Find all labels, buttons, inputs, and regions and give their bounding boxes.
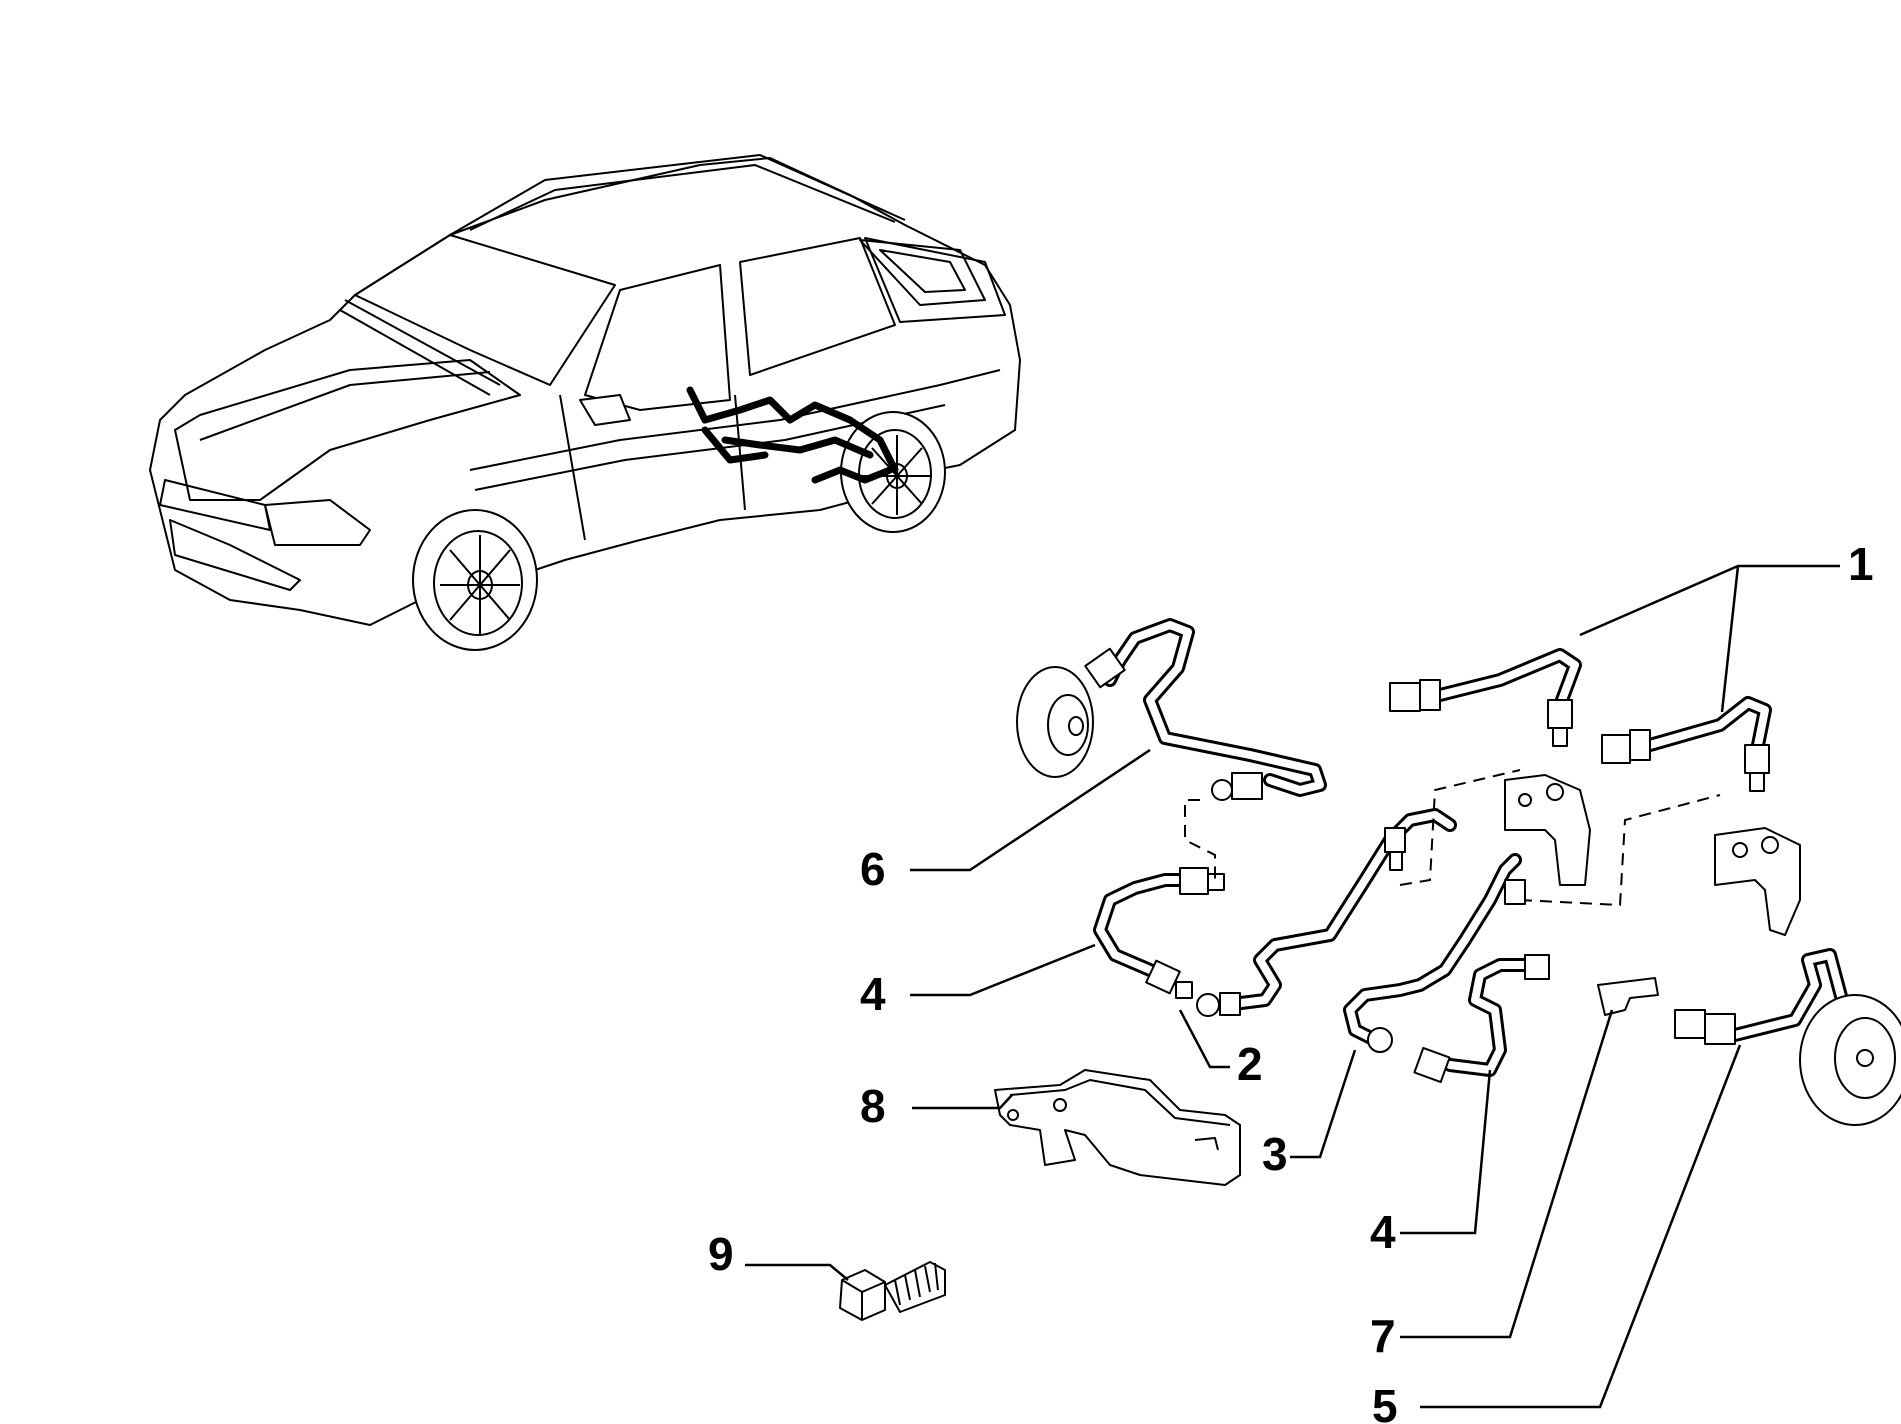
callout-1: 1 [1848,538,1874,590]
leader-lines [745,564,1840,1409]
part-5-rear-pipe [1674,948,1901,1126]
part-4-flex-hose-upper [1093,867,1225,999]
part-8-bracket-plate [994,1069,1241,1186]
part-7-clip [1597,977,1659,1016]
part-6-front-pipe [1016,618,1327,801]
callout-4-upper: 4 [860,968,886,1020]
part-3-rigid-pipe [1343,853,1526,1053]
assembly-dashed-lines [1184,769,1721,907]
callout-6: 6 [860,843,886,895]
part-9-bolt [839,1261,946,1321]
callout-5: 5 [1372,1380,1398,1424]
callout-labels: 1 2 3 4 4 5 6 7 8 9 [708,538,1874,1424]
callout-8: 8 [860,1080,886,1132]
callout-9: 9 [708,1228,734,1280]
car-illustration [149,154,1021,651]
part-4-flex-hose-lower [1413,954,1550,1084]
callout-3: 3 [1262,1128,1288,1180]
callout-7: 7 [1370,1310,1396,1362]
callout-2: 2 [1237,1038,1263,1090]
part-2-rigid-pipe [1196,808,1457,1017]
callout-4-lower: 4 [1370,1206,1396,1258]
part-1-flexible-hoses [1389,648,1801,936]
